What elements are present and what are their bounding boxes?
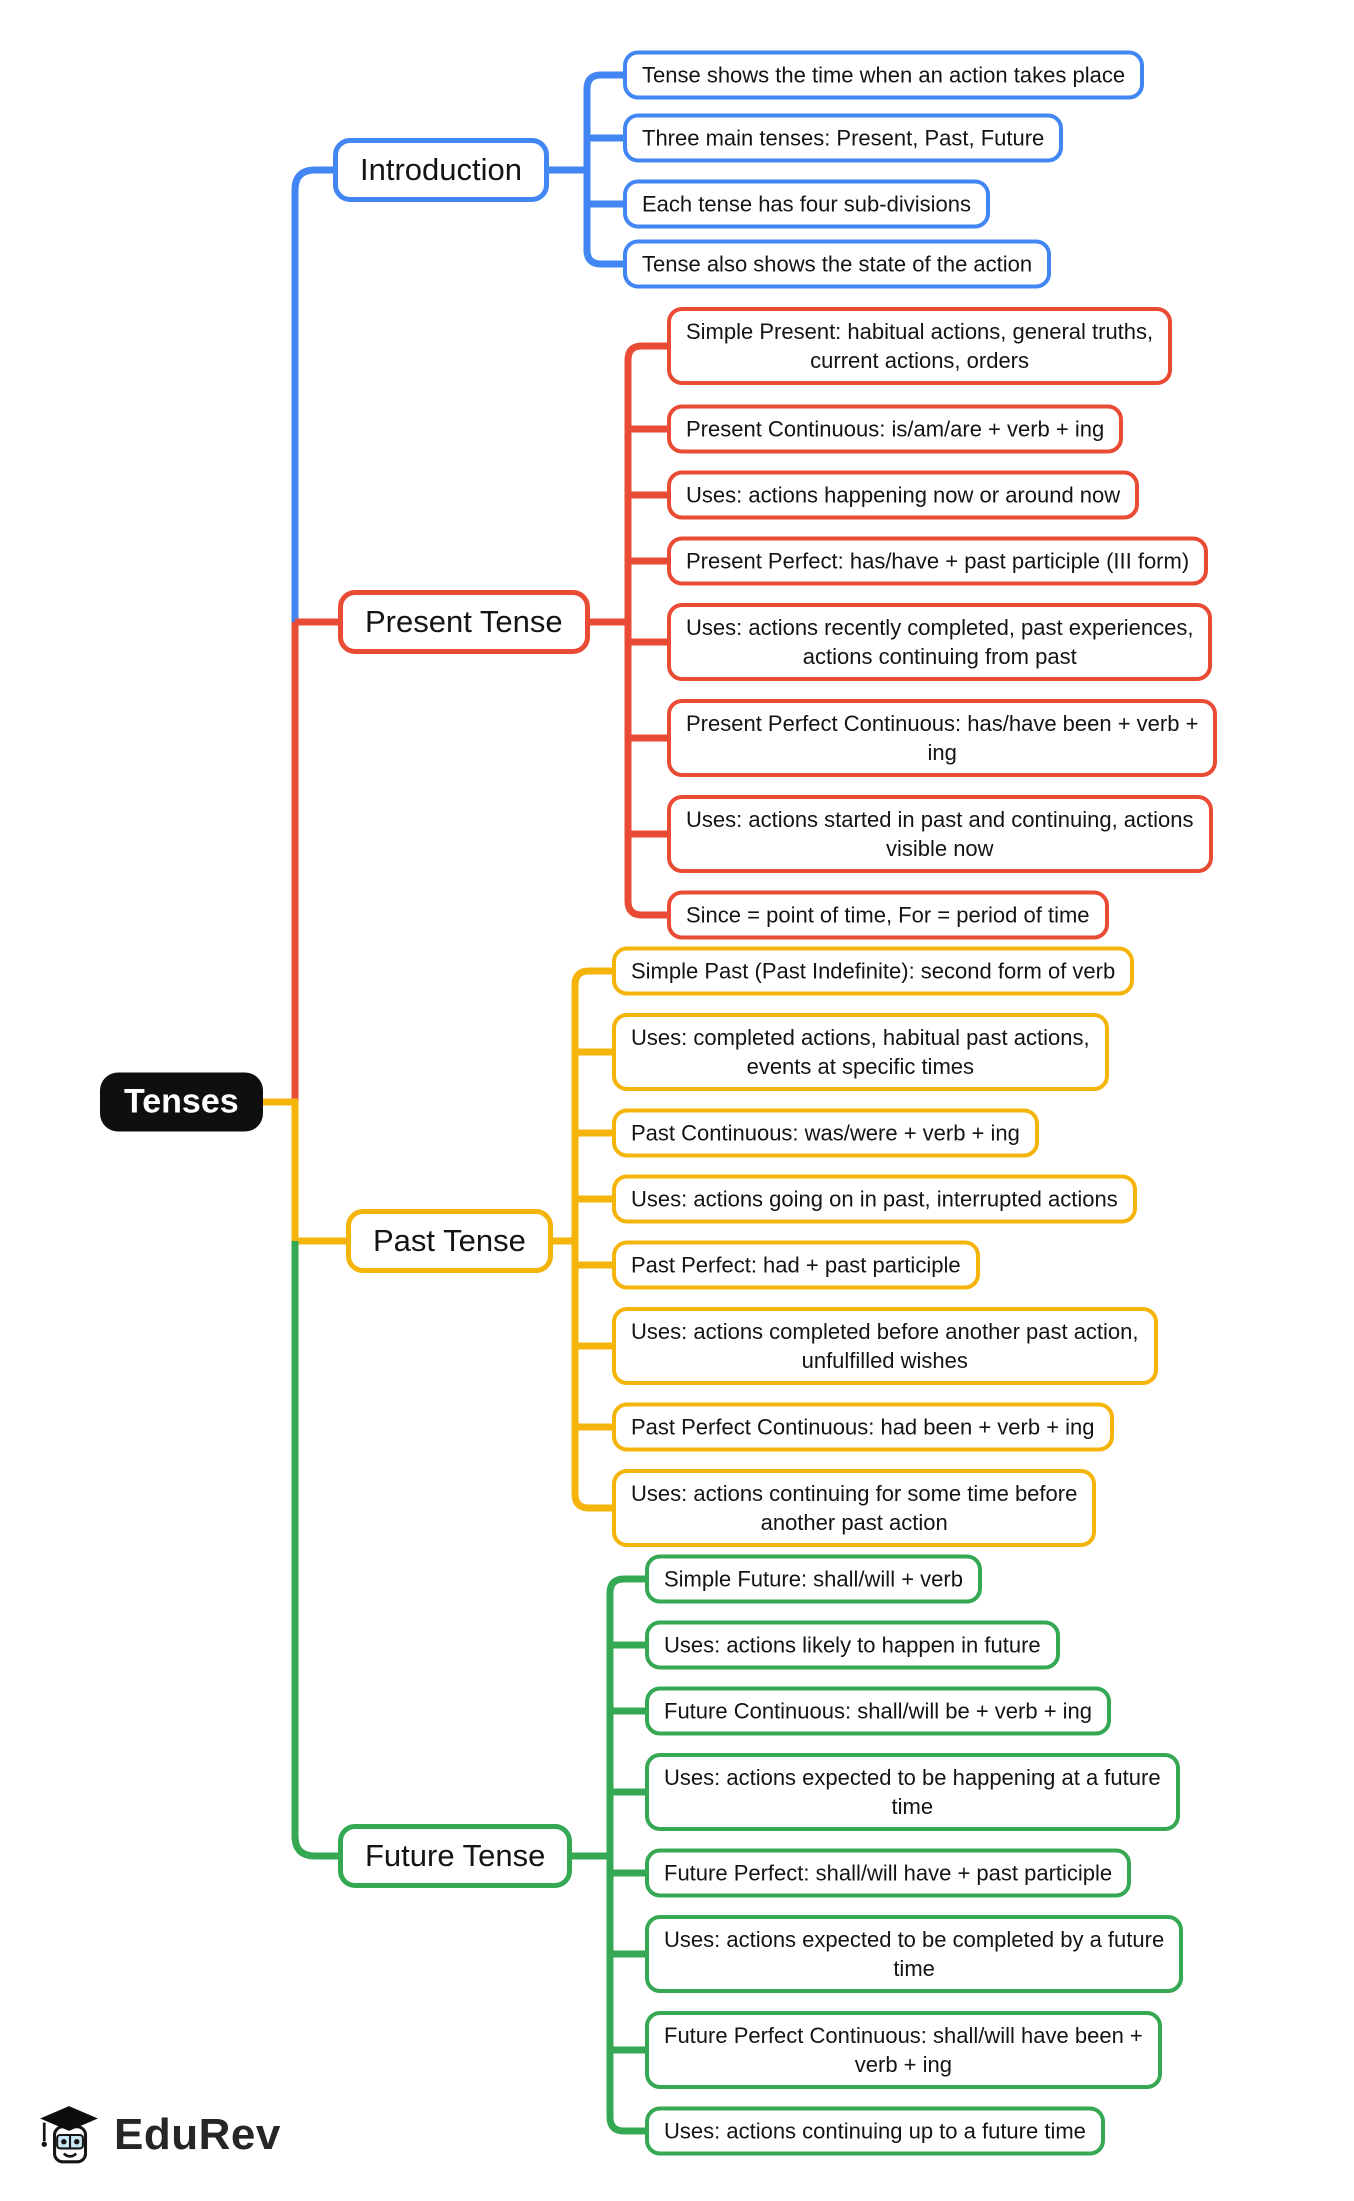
- leaf-node[interactable]: Since = point of time, For = period of t…: [667, 890, 1109, 940]
- leaf-node[interactable]: Present Perfect Continuous: has/have bee…: [667, 698, 1218, 778]
- leaf-node[interactable]: Future Perfect: shall/will have + past p…: [645, 1848, 1132, 1898]
- leaf-node[interactable]: Simple Present: habitual actions, genera…: [667, 306, 1173, 386]
- leaf-node[interactable]: Uses: actions recently completed, past e…: [667, 602, 1213, 682]
- leaf-node[interactable]: Past Continuous: was/were + verb + ing: [612, 1108, 1039, 1158]
- leaf-node[interactable]: Uses: actions started in past and contin…: [667, 794, 1213, 874]
- leaf-node[interactable]: Uses: actions continuing up to a future …: [645, 2106, 1105, 2156]
- branch-node-future-tense[interactable]: Future Tense: [338, 1824, 573, 1888]
- leaf-node[interactable]: Uses: actions expected to be happening a…: [645, 1752, 1180, 1832]
- edurev-logo: EduRev: [36, 2100, 281, 2170]
- leaf-node[interactable]: Uses: actions happening now or around no…: [667, 470, 1140, 520]
- leaf-node[interactable]: Uses: actions going on in past, interrup…: [612, 1174, 1137, 1224]
- edurev-mascot-icon: [40, 2106, 98, 2164]
- leaf-node[interactable]: Tense shows the time when an action take…: [623, 50, 1145, 100]
- leaf-node[interactable]: Past Perfect: had + past participle: [612, 1240, 980, 1290]
- leaf-node[interactable]: Uses: actions expected to be completed b…: [645, 1914, 1184, 1994]
- branch-node-past-tense[interactable]: Past Tense: [346, 1209, 553, 1273]
- leaf-node[interactable]: Past Perfect Continuous: had been + verb…: [612, 1402, 1114, 1452]
- leaf-node[interactable]: Present Continuous: is/am/are + verb + i…: [667, 404, 1124, 454]
- root-node-tenses[interactable]: Tenses: [100, 1072, 263, 1132]
- leaf-node[interactable]: Simple Past (Past Indefinite): second fo…: [612, 946, 1135, 996]
- leaf-node[interactable]: Three main tenses: Present, Past, Future: [623, 113, 1064, 163]
- branch-node-introduction[interactable]: Introduction: [333, 138, 549, 202]
- leaf-node[interactable]: Uses: actions continuing for some time b…: [612, 1468, 1097, 1548]
- leaf-node[interactable]: Uses: actions completed before another p…: [612, 1306, 1158, 1386]
- leaf-node[interactable]: Future Continuous: shall/will be + verb …: [645, 1686, 1112, 1736]
- leaf-node[interactable]: Present Perfect: has/have + past partici…: [667, 536, 1209, 586]
- branch-node-present-tense[interactable]: Present Tense: [338, 590, 590, 654]
- leaf-node[interactable]: Uses: completed actions, habitual past a…: [612, 1012, 1109, 1092]
- edurev-logo-text: EduRev: [114, 2110, 281, 2159]
- leaf-node[interactable]: Each tense has four sub-divisions: [623, 179, 990, 229]
- leaf-node[interactable]: Tense also shows the state of the action: [623, 239, 1052, 289]
- leaf-node[interactable]: Uses: actions likely to happen in future: [645, 1620, 1060, 1670]
- leaf-node[interactable]: Simple Future: shall/will + verb: [645, 1554, 982, 1604]
- leaf-node[interactable]: Future Perfect Continuous: shall/will ha…: [645, 2010, 1162, 2090]
